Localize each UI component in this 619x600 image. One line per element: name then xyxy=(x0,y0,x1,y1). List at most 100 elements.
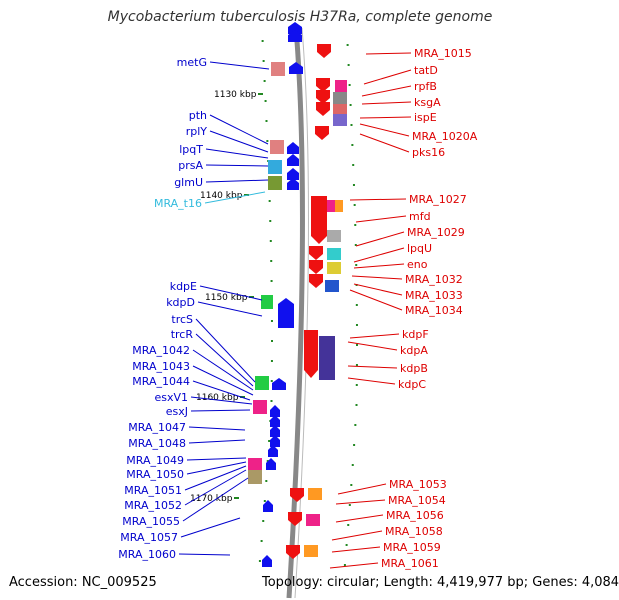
gene-block xyxy=(306,514,320,526)
label-leader xyxy=(205,164,269,167)
gene-arrow-plus xyxy=(316,78,330,92)
label-leader xyxy=(209,114,269,145)
gene-label-minus: lpqT xyxy=(179,143,203,156)
gene-label-minus: glmU xyxy=(174,176,203,189)
strand-tick xyxy=(266,140,269,142)
backbone-highlight xyxy=(294,27,309,599)
scale-label: 1140 kbp xyxy=(200,191,243,201)
gene-block xyxy=(327,200,337,212)
gene-arrow-minus xyxy=(287,142,299,154)
strand-tick xyxy=(265,480,268,482)
scale-label: 1150 kbp xyxy=(205,293,248,303)
gene-label-plus: MRA_1054 xyxy=(388,494,446,507)
label-leader xyxy=(363,69,412,85)
strand-tick xyxy=(263,80,266,82)
label-leader xyxy=(205,179,269,183)
gene-label-plus: MRA_1033 xyxy=(405,289,463,302)
gene-block xyxy=(327,248,341,260)
strand-tick xyxy=(262,520,265,522)
gene-arrow-plus xyxy=(304,330,318,378)
label-leader xyxy=(347,341,398,351)
strand-tick xyxy=(355,344,358,346)
gene-label-plus: MRA_1059 xyxy=(383,541,441,554)
gene-arrow-plus xyxy=(315,126,329,140)
strand-tick xyxy=(352,184,355,186)
gene-label-plus: MRA_1034 xyxy=(405,304,463,317)
gene-label-minus: rplY xyxy=(186,125,208,138)
gene-label-plus: rpfB xyxy=(414,80,437,93)
strand-tick xyxy=(345,544,348,546)
gene-label-minus: MRA_1042 xyxy=(132,344,190,357)
gene-block xyxy=(253,400,267,414)
label-leader xyxy=(331,546,381,553)
strand-tick xyxy=(355,384,358,386)
label-leader xyxy=(355,231,405,247)
gene-block xyxy=(308,488,322,500)
strand-tick xyxy=(353,444,356,446)
strand-tick xyxy=(346,44,349,46)
label-leader xyxy=(353,263,405,269)
gene-label-plus: MRA_1056 xyxy=(386,509,444,522)
map-title: Mycobacterium tuberculosis H37Ra, comple… xyxy=(107,9,493,25)
gene-label-minus: MRA_1044 xyxy=(132,375,190,388)
gene-arrow-minus xyxy=(289,62,303,74)
gene-arrow-plus xyxy=(290,488,304,502)
strand-tick xyxy=(270,360,273,362)
gene-block xyxy=(325,280,339,292)
strand-tick xyxy=(350,484,353,486)
strand-tick xyxy=(348,84,351,86)
label-leader xyxy=(190,396,253,405)
strand-tick xyxy=(270,320,273,322)
gene-arrow-minus xyxy=(270,405,280,417)
strand-tick xyxy=(355,304,358,306)
strand-tick xyxy=(351,464,354,466)
label-leader xyxy=(365,52,412,55)
label-leader xyxy=(192,349,254,391)
gene-arrow-minus xyxy=(287,154,299,166)
gene-label-plus: ispE xyxy=(414,111,437,124)
label-leader xyxy=(359,116,412,119)
gene-label-plus: MRA_1061 xyxy=(381,557,439,570)
strand-tick xyxy=(264,100,267,102)
label-leader xyxy=(349,289,403,311)
gene-label-plus: MRA_1053 xyxy=(389,478,447,491)
strand-tick xyxy=(351,144,354,146)
label-leader xyxy=(349,333,400,339)
gene-label-plus: MRA_1032 xyxy=(405,273,463,286)
gene-label-plus: kdpF xyxy=(402,328,429,341)
label-leader xyxy=(204,191,266,204)
gene-label-plus: lpqU xyxy=(407,242,432,255)
strand-tick xyxy=(270,380,273,382)
label-leader xyxy=(192,380,251,401)
label-leader xyxy=(197,301,263,317)
strand-tick xyxy=(348,504,351,506)
gene-arrow-minus xyxy=(288,22,302,34)
scale-tick xyxy=(258,93,263,95)
label-leader xyxy=(188,439,246,444)
strand-tick xyxy=(349,104,352,106)
strand-tick xyxy=(269,220,272,222)
gene-label-plus: eno xyxy=(407,258,428,271)
gene-label-plus: MRA_1020A xyxy=(412,130,478,143)
gene-label-plus: MRA_1027 xyxy=(409,193,467,206)
label-leader xyxy=(190,409,251,412)
strand-tick xyxy=(261,40,264,42)
gene-arrow-plus xyxy=(309,246,323,260)
label-leader xyxy=(180,517,241,538)
label-leader xyxy=(361,85,412,97)
label-leader xyxy=(329,562,379,569)
label-leader xyxy=(335,499,386,505)
label-leader xyxy=(182,477,249,522)
gene-arrow-minus xyxy=(266,458,276,470)
gene-label-minus: MRA_1050 xyxy=(126,468,184,481)
strand-tick xyxy=(355,364,358,366)
gene-block xyxy=(335,200,343,212)
gene-label-minus: MRA_1052 xyxy=(124,499,182,512)
gene-label-minus: MRA_1048 xyxy=(128,437,186,450)
gene-label-minus: esxV1 xyxy=(154,391,188,404)
gene-label-plus: kdpA xyxy=(400,344,428,357)
gene-block xyxy=(333,114,347,126)
gene-label-minus: trcR xyxy=(171,328,194,341)
gene-label-minus: MRA_t16 xyxy=(154,197,202,210)
